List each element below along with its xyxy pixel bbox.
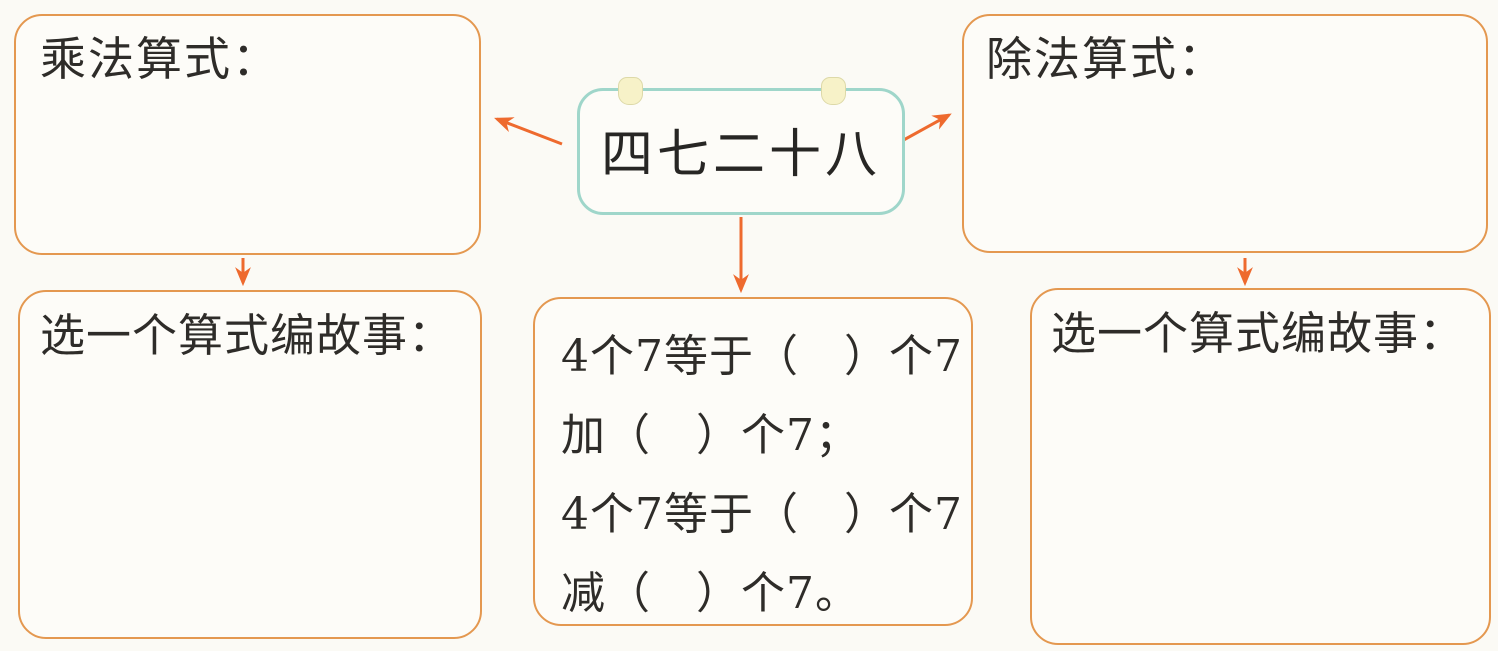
badge-text: 四七二十八 <box>600 125 881 185</box>
multiplication-label: 乘法算式： <box>40 32 280 86</box>
division-label: 除法算式： <box>986 32 1226 86</box>
story-right-label: 选一个算式编故事： <box>1051 307 1466 360</box>
story-right-box: 选一个算式编故事： <box>1030 288 1491 645</box>
center-badge: 四七二十八 <box>577 77 905 215</box>
decompose-line-2: 加（ ）个7； <box>561 410 860 461</box>
decompose-line-1: 4个7等于（ ）个7 <box>561 331 963 382</box>
decompose-line-4: 减（ ）个7。 <box>561 568 860 619</box>
decompose-line-3: 4个7等于（ ）个7 <box>561 489 963 540</box>
badge-peg-right-icon <box>821 77 846 105</box>
story-left-label: 选一个算式编故事： <box>40 309 455 362</box>
badge-peg-left-icon <box>618 77 643 105</box>
multiplication-box: 乘法算式： <box>14 14 481 255</box>
arrow-badge-to-multiplication-icon <box>494 117 563 146</box>
story-left-box: 选一个算式编故事： <box>18 290 482 639</box>
division-box: 除法算式： <box>962 14 1488 253</box>
decompose-box: 4个7等于（ ）个7 加（ ）个7； 4个7等于（ ）个7 减（ ）个7。 <box>533 297 973 626</box>
arrow-badge-to-division-icon <box>899 113 952 144</box>
